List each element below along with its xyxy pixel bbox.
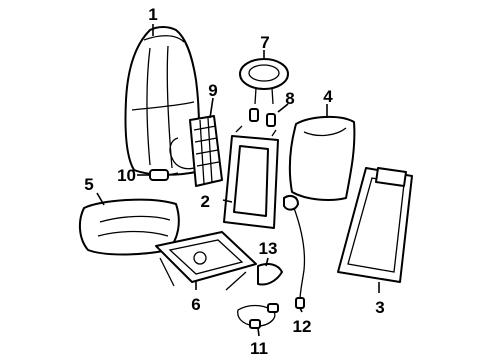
- part-8-headrest-guides: [249, 108, 276, 127]
- part-1-seat-back-cover: [124, 26, 200, 176]
- part-11-wiring-harness: [237, 303, 279, 329]
- part-4-seat-back-pad: [288, 116, 356, 201]
- part-5-seat-cushion: [78, 198, 180, 256]
- part-9-back-frame-assembly: [169, 115, 223, 187]
- callout-1: 1: [148, 5, 157, 24]
- callout-2: 2: [201, 192, 210, 211]
- callout-13: 13: [259, 239, 278, 258]
- part-2-seat-back-frame: [223, 125, 279, 229]
- part-7-headrest: [239, 58, 289, 105]
- part-12-release-cable: [283, 195, 306, 309]
- leader-lines: [96, 24, 380, 337]
- callout-5: 5: [84, 175, 93, 194]
- part-13-trim-cover: [257, 263, 283, 286]
- callout-10: 10: [117, 166, 136, 185]
- callout-7: 7: [260, 33, 269, 52]
- callout-6: 6: [191, 295, 200, 314]
- callout-12: 12: [293, 317, 312, 336]
- callout-labels: 1 2 3 4 5 6 7 8 9 10 11 12 13: [84, 5, 384, 358]
- part-3-seat-back-panel: [337, 167, 413, 283]
- callout-9: 9: [208, 81, 217, 100]
- part-6-seat-adjuster: [155, 231, 257, 291]
- callout-4: 4: [323, 87, 333, 106]
- callout-3: 3: [375, 298, 384, 317]
- callout-11: 11: [250, 339, 268, 358]
- callout-8: 8: [285, 89, 294, 108]
